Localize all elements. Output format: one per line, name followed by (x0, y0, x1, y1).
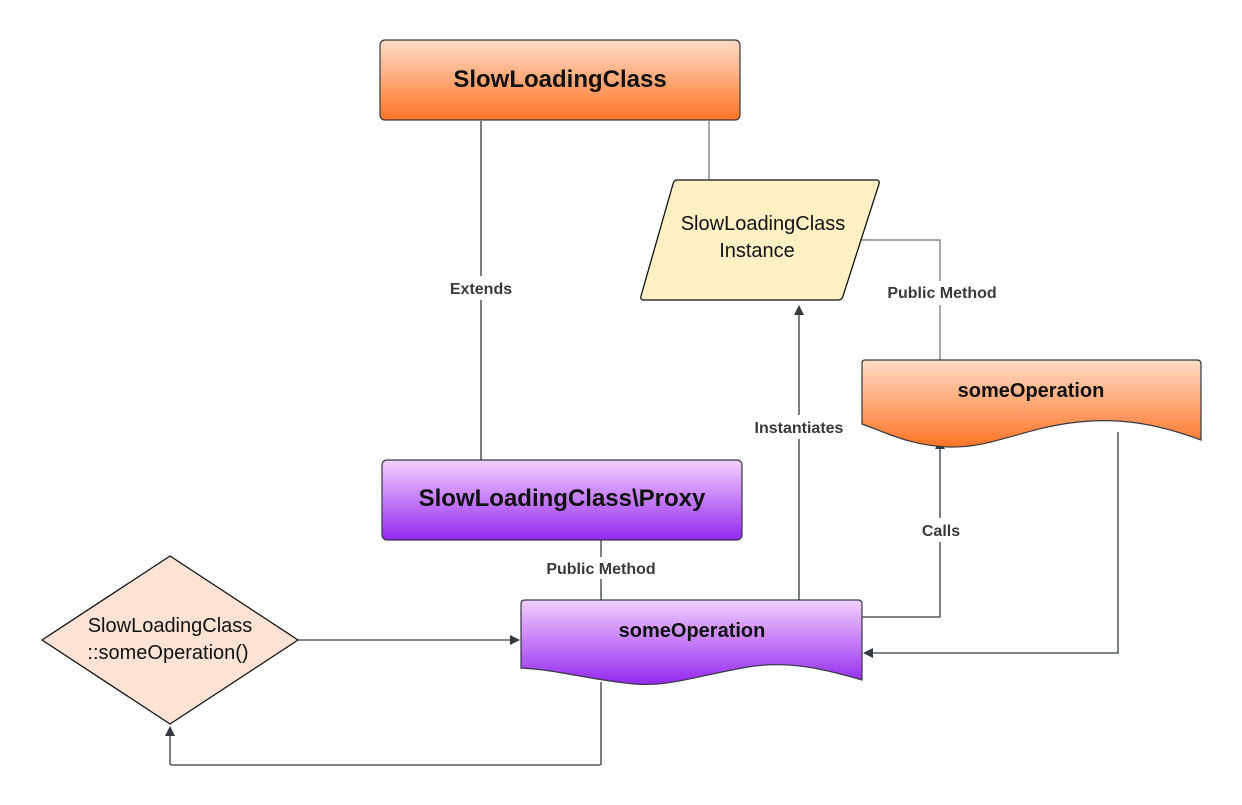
node-slow-loading-class-label: SlowLoadingClass (453, 66, 666, 93)
edge-extends-label-bg (440, 276, 522, 300)
edge-public-method-instance (853, 239, 941, 360)
node-decision-line2: ::someOperation() (87, 642, 248, 664)
node-slow-loading-class[interactable]: SlowLoadingClass (379, 39, 741, 121)
edge-instantiates-label-bg (744, 415, 854, 439)
edge-public-method-proxy-label-bg (536, 557, 668, 579)
edge-public-method-instance-label: Public Method (887, 285, 996, 302)
edge-public-method-instance-label-bg (876, 281, 1008, 305)
node-some-operation-main[interactable]: someOperation (520, 599, 863, 686)
node-some-operation-right-label: someOperation (958, 380, 1105, 402)
edge-return (863, 432, 1119, 658)
node-proxy[interactable]: SlowLoadingClass\Proxy (381, 459, 743, 541)
edge-instantiates-label: Instantiates (755, 420, 844, 437)
node-decision[interactable]: SlowLoadingClass ::someOperation() (41, 555, 299, 725)
node-proxy-label: SlowLoadingClass\Proxy (419, 485, 706, 512)
edge-calls-label-bg (914, 518, 968, 542)
edge-operation-to-decision (165, 682, 602, 766)
node-decision-line1: SlowLoadingClass (88, 615, 253, 637)
edge-calls (862, 439, 945, 618)
node-some-operation-right[interactable]: someOperation (861, 359, 1202, 448)
node-instance[interactable]: SlowLoadingClass Instance (640, 179, 880, 301)
edge-extends-label: Extends (450, 281, 512, 298)
node-some-operation-main-label: someOperation (619, 620, 766, 642)
edge-calls-label: Calls (922, 523, 960, 540)
edge-public-method-proxy-label: Public Method (546, 561, 655, 578)
node-instance-line2: Instance (719, 240, 795, 262)
node-instance-line1: SlowLoadingClass (681, 213, 846, 235)
